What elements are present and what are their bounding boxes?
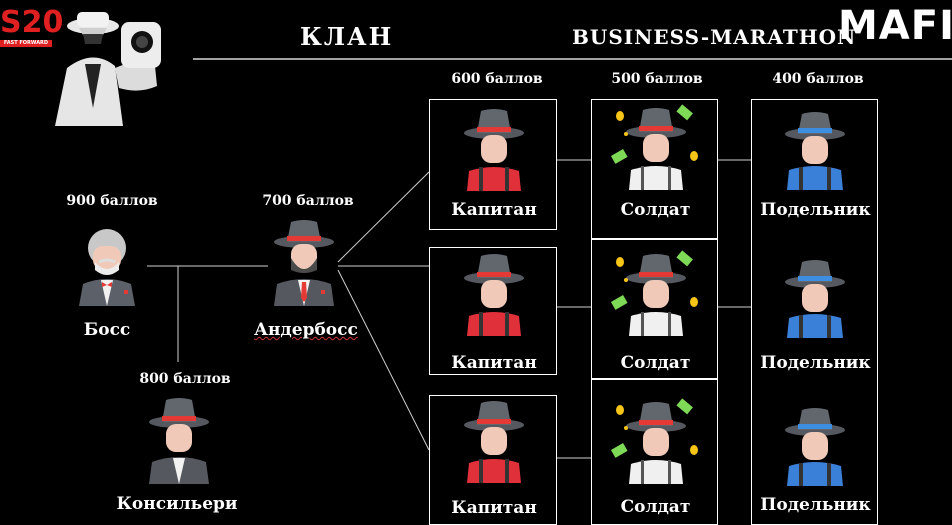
captain-avatar-icon: [464, 254, 524, 336]
soldier-label: Солдат: [620, 497, 691, 517]
associate-card: Подельник Подельник Подельник: [751, 99, 878, 525]
soldier-card: Солдат: [591, 99, 718, 239]
consigliere-avatar-icon: [149, 398, 209, 484]
soldier-avatar-icon: [610, 250, 698, 336]
captain-points: 600 баллов: [451, 71, 543, 87]
associate-avatar-icon: [785, 112, 845, 190]
underboss-captain3-link: [337, 269, 430, 451]
soldier-avatar-icon: [610, 398, 698, 484]
soldier-card: Солдат: [591, 239, 718, 379]
associate-label: Подельник: [760, 200, 871, 220]
consigliere-points: 800 баллов: [139, 371, 231, 387]
underboss-points: 700 баллов: [262, 193, 354, 209]
boss-label: Босс: [83, 320, 131, 340]
gangster-with-gun-image: [55, 12, 161, 126]
captain-label: Капитан: [451, 200, 537, 220]
associate-points: 400 баллов: [772, 71, 864, 87]
soldier-card: Солдат: [591, 379, 718, 525]
boss-points: 900 баллов: [66, 193, 158, 209]
logo-tagline: FAST FORWARD: [0, 40, 52, 47]
soldier-label: Солдат: [620, 200, 691, 220]
associate-label: Подельник: [760, 495, 871, 515]
associate-avatar-icon: [785, 408, 845, 486]
event-subtitle: BUSINESS-MARATHON: [572, 25, 857, 49]
associate-label: Подельник: [760, 353, 871, 373]
consigliere-label: Консильери: [116, 494, 238, 514]
captain-label: Капитан: [451, 353, 537, 373]
soldier-label: Солдат: [620, 353, 691, 373]
captain-card: Капитан: [429, 99, 557, 230]
underboss-label: Андербосс: [254, 320, 358, 340]
boss-avatar-icon: [79, 229, 135, 306]
underboss-avatar-icon: [274, 220, 334, 306]
page-title: КЛАН: [300, 22, 394, 51]
underboss-captain1-link: [337, 171, 430, 263]
captain-avatar-icon: [464, 401, 524, 483]
soldier-points: 500 баллов: [611, 71, 703, 87]
associate-avatar-icon: [785, 260, 845, 338]
captain-card: Капитан: [429, 395, 557, 525]
captain-label: Капитан: [451, 498, 537, 518]
soldier-avatar-icon: [610, 104, 698, 190]
captain-card: Капитан: [429, 247, 557, 375]
captain-avatar-icon: [464, 109, 524, 191]
mafia-brand: MAFIA: [838, 3, 952, 49]
